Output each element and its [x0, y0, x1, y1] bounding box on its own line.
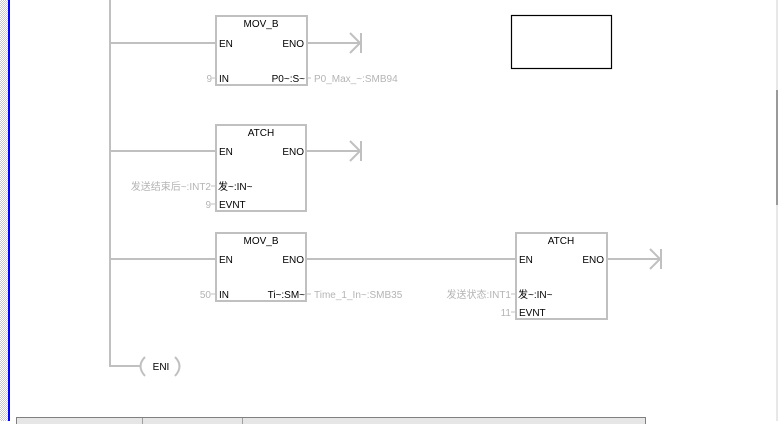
out-operand[interactable]: Time_1_In~:SMB35: [314, 290, 403, 301]
block-mov-b-1[interactable]: MOV_B EN ENO IN P0~:S~ 9 P0_Max_~:SMB94: [110, 15, 398, 86]
block-title: MOV_B: [243, 19, 278, 30]
block-atch-2[interactable]: ATCH EN ENO 发~:IN~ EVNT 发送状态:INT1 11: [447, 232, 662, 320]
pin-en: EN: [219, 39, 233, 50]
block-mov-b-2[interactable]: MOV_B EN ENO IN Ti~:SM~ 50 Time_1_In~:SM…: [110, 232, 516, 302]
block-box[interactable]: [215, 232, 307, 302]
pin-evnt: EVNT: [519, 308, 546, 319]
block-title: MOV_B: [243, 236, 278, 247]
pin-out: Ti~:SM~: [268, 290, 306, 301]
selection-box[interactable]: [510, 14, 613, 70]
pin-en: EN: [219, 147, 233, 158]
table-column-header[interactable]: [243, 418, 645, 424]
block-atch-1[interactable]: ATCH EN ENO 发~:IN~ EVNT 发送结束后~:INT2 9: [110, 124, 362, 212]
pin-int: 发~:IN~: [518, 288, 553, 301]
pin-in: IN: [219, 74, 229, 85]
pin-in: IN: [219, 290, 229, 301]
int-operand[interactable]: 发送状态:INT1: [447, 288, 512, 301]
eni-coil[interactable]: ENI: [110, 356, 181, 377]
pin-en: EN: [519, 255, 533, 266]
coil-left-paren-icon: [139, 356, 146, 377]
left-power-rail: [8, 0, 10, 421]
table-column-header[interactable]: [17, 418, 143, 424]
block-box[interactable]: [215, 124, 307, 212]
table-column-header[interactable]: [143, 418, 243, 424]
block-box[interactable]: [515, 232, 608, 320]
pin-eno: ENO: [582, 255, 604, 266]
vertical-scrollbar[interactable]: [776, 0, 778, 421]
block-title: ATCH: [248, 128, 274, 139]
coil-label: ENI: [153, 362, 170, 373]
block-title: ATCH: [548, 236, 574, 247]
block-box[interactable]: [215, 15, 308, 86]
left-margin-pattern: [0, 0, 8, 421]
int-operand[interactable]: 发送结束后~:INT2: [131, 180, 212, 193]
out-operand[interactable]: P0_Max_~:SMB94: [314, 74, 398, 85]
in-operand[interactable]: 9: [206, 74, 212, 85]
pin-eno: ENO: [282, 39, 304, 50]
evnt-operand[interactable]: 9: [205, 200, 211, 211]
coil-right-paren-icon: [174, 356, 181, 377]
scrollbar-thumb[interactable]: [776, 90, 778, 205]
pin-out: P0~:S~: [272, 74, 306, 85]
pin-eno: ENO: [282, 147, 304, 158]
in-operand[interactable]: 50: [200, 290, 212, 301]
pin-eno: ENO: [282, 255, 304, 266]
pin-en: EN: [219, 255, 233, 266]
pin-int: 发~:IN~: [218, 180, 253, 193]
evnt-operand[interactable]: 11: [501, 308, 512, 319]
pin-evnt: EVNT: [219, 200, 246, 211]
